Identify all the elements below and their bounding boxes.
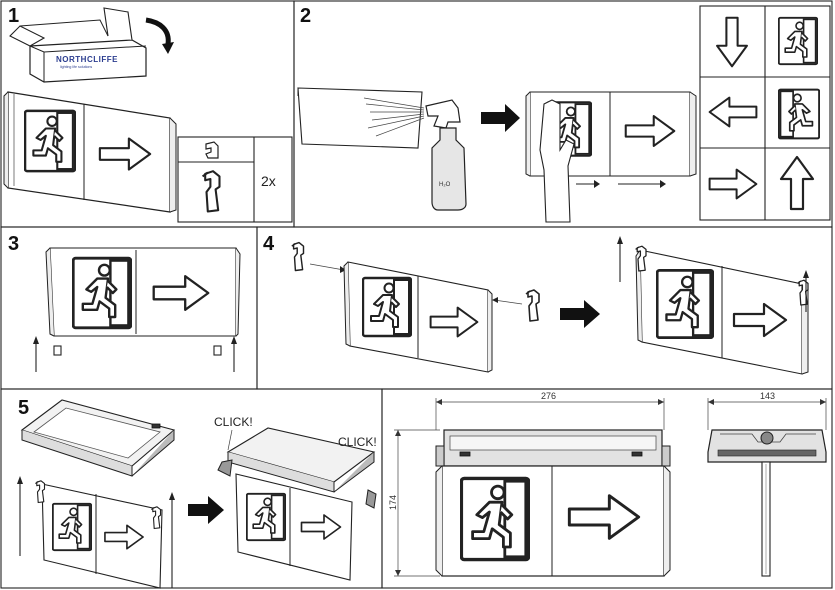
side-view: 143 bbox=[707, 391, 827, 577]
step-number-3: 3 bbox=[8, 233, 19, 255]
up-arrow-icon bbox=[231, 336, 237, 344]
step-number-4: 4 bbox=[263, 233, 275, 255]
dimension-width: 276 bbox=[541, 391, 556, 401]
step-number-2: 2 bbox=[300, 5, 311, 27]
clip-icon bbox=[291, 241, 305, 272]
arrow-right-icon bbox=[708, 168, 758, 200]
bracket-icon bbox=[205, 141, 219, 159]
next-step-arrow-icon bbox=[560, 300, 600, 328]
step-number-5: 5 bbox=[18, 397, 29, 419]
running-man-icon bbox=[362, 276, 412, 338]
arrow-up-icon bbox=[779, 155, 815, 211]
next-step-arrow-icon bbox=[188, 496, 224, 524]
step-1-panel: 1 NORTHCLIFFE lighting life solutions bbox=[3, 5, 293, 223]
step-number-1: 1 bbox=[8, 5, 19, 27]
product-box: NORTHCLIFFE lighting life solutions bbox=[9, 7, 174, 83]
cleaning-illustration: H₂O bbox=[297, 87, 697, 223]
spray-mist bbox=[363, 97, 425, 137]
pictogram-options-grid bbox=[699, 5, 831, 221]
click-label-left: CLICK! bbox=[214, 415, 253, 429]
clip-icon bbox=[525, 289, 540, 322]
step-2-panel: 2 H₂O bbox=[297, 5, 831, 223]
mount-slot bbox=[213, 345, 222, 356]
running-man-icon bbox=[778, 16, 818, 66]
step-3-panel: 3 bbox=[8, 233, 241, 372]
running-man-icon bbox=[460, 476, 530, 562]
quantity-label: 2x bbox=[261, 173, 276, 189]
assembled-fixture bbox=[217, 427, 377, 581]
dimension-depth: 143 bbox=[760, 391, 775, 401]
step-5-panel: 5 CLICK! CLICK bbox=[17, 397, 377, 589]
dimension-height: 174 bbox=[388, 495, 398, 510]
click-label-right: CLICK! bbox=[338, 435, 377, 449]
running-man-icon bbox=[52, 502, 92, 552]
box-brand: NORTHCLIFFE bbox=[56, 55, 118, 64]
front-view: 276 174 bbox=[388, 391, 671, 577]
running-man-icon bbox=[72, 256, 132, 330]
dimension-drawings: 276 174 143 bbox=[388, 391, 827, 577]
light-housing bbox=[20, 399, 176, 477]
up-arrow-icon bbox=[17, 476, 23, 484]
running-man-icon bbox=[246, 492, 286, 542]
mount-slot bbox=[53, 345, 62, 356]
up-arrow-icon bbox=[803, 270, 809, 278]
next-step-arrow-icon bbox=[481, 104, 520, 132]
clip-icon bbox=[201, 170, 221, 213]
hand-icon bbox=[539, 99, 575, 223]
rotate-arrow-icon bbox=[162, 42, 174, 54]
spray-bottle-icon: H₂O bbox=[425, 99, 467, 211]
arrow-down-icon bbox=[715, 16, 749, 68]
up-arrow-icon bbox=[169, 492, 175, 500]
up-arrow-icon bbox=[617, 236, 623, 244]
running-man-icon bbox=[656, 268, 714, 340]
running-man-icon bbox=[778, 88, 820, 140]
running-man-icon bbox=[24, 109, 76, 173]
parts-inset: 2x bbox=[177, 136, 293, 223]
exit-sign-panel bbox=[3, 91, 177, 213]
up-arrow-icon bbox=[33, 336, 39, 344]
bottle-label: H₂O bbox=[439, 182, 451, 188]
arrow-left-icon bbox=[708, 96, 758, 128]
box-tagline: lighting life solutions bbox=[60, 65, 92, 69]
step-4-panel: 4 bbox=[263, 233, 809, 375]
